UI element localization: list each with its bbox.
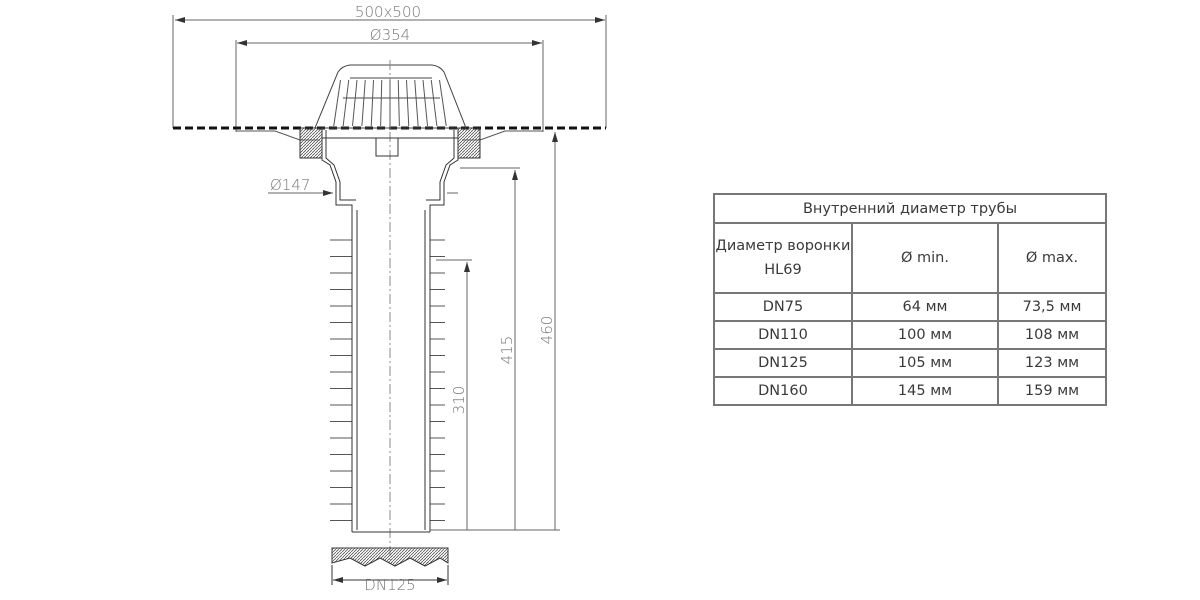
dimension-height-pipe xyxy=(436,259,472,530)
cell: 123 мм xyxy=(997,348,1107,378)
cell: 108 мм xyxy=(997,320,1107,350)
dim-label-outlet: Ø147 xyxy=(270,176,310,194)
grate-dome xyxy=(314,60,467,560)
dim-label-pipe: DN125 xyxy=(364,576,415,594)
drain-body xyxy=(299,127,481,533)
dim-label-overall: 500x500 xyxy=(355,3,421,21)
grate-bar xyxy=(342,79,350,127)
grate-bar xyxy=(406,79,410,127)
dimension-height-total xyxy=(430,132,560,531)
grate-bar xyxy=(370,79,374,127)
dimension-height-mid xyxy=(460,167,520,530)
grate-bar xyxy=(397,79,400,127)
cell: 159 мм xyxy=(997,376,1107,406)
dimension-overall xyxy=(172,15,607,128)
dim-label-flange: Ø354 xyxy=(370,26,410,44)
grate-bar xyxy=(333,79,341,127)
table-title: Внутренний диаметр трубы xyxy=(713,193,1107,224)
ribs-group xyxy=(330,79,447,521)
grate-bar xyxy=(361,79,366,127)
dim-label-height-total: 460 xyxy=(538,316,556,345)
cell: DN125 xyxy=(713,348,853,378)
dim-label-height-pipe: 310 xyxy=(450,386,468,415)
grate-bar xyxy=(414,79,419,127)
pipe-diameter-table: Внутренний диаметр трубы Диаметр воронки… xyxy=(713,193,1107,406)
grate-bar xyxy=(422,79,428,127)
cell: DN110 xyxy=(713,320,853,350)
grate-bar xyxy=(439,79,447,127)
pipe-section xyxy=(331,547,449,585)
cell: 145 мм xyxy=(851,376,999,406)
cell: 73,5 мм xyxy=(997,292,1107,322)
grate-bar xyxy=(380,79,383,127)
cell: DN75 xyxy=(713,292,853,322)
dim-label-height-mid: 415 xyxy=(498,336,516,365)
grate-bar xyxy=(430,79,438,127)
cell: 64 мм xyxy=(851,292,999,322)
header-funnel-diameter: Диаметр воронки HL69 xyxy=(713,222,853,294)
header-max: Ø max. xyxy=(997,222,1107,294)
cell: DN160 xyxy=(713,376,853,406)
header-min: Ø min. xyxy=(851,222,999,294)
grate-bar xyxy=(352,79,358,127)
cell: 105 мм xyxy=(851,348,999,378)
roof-drain-drawing: 500x500 Ø354 Ø147 460 415 310 DN125 xyxy=(172,3,607,594)
dimension-flange xyxy=(235,40,544,132)
cell: 100 мм xyxy=(851,320,999,350)
